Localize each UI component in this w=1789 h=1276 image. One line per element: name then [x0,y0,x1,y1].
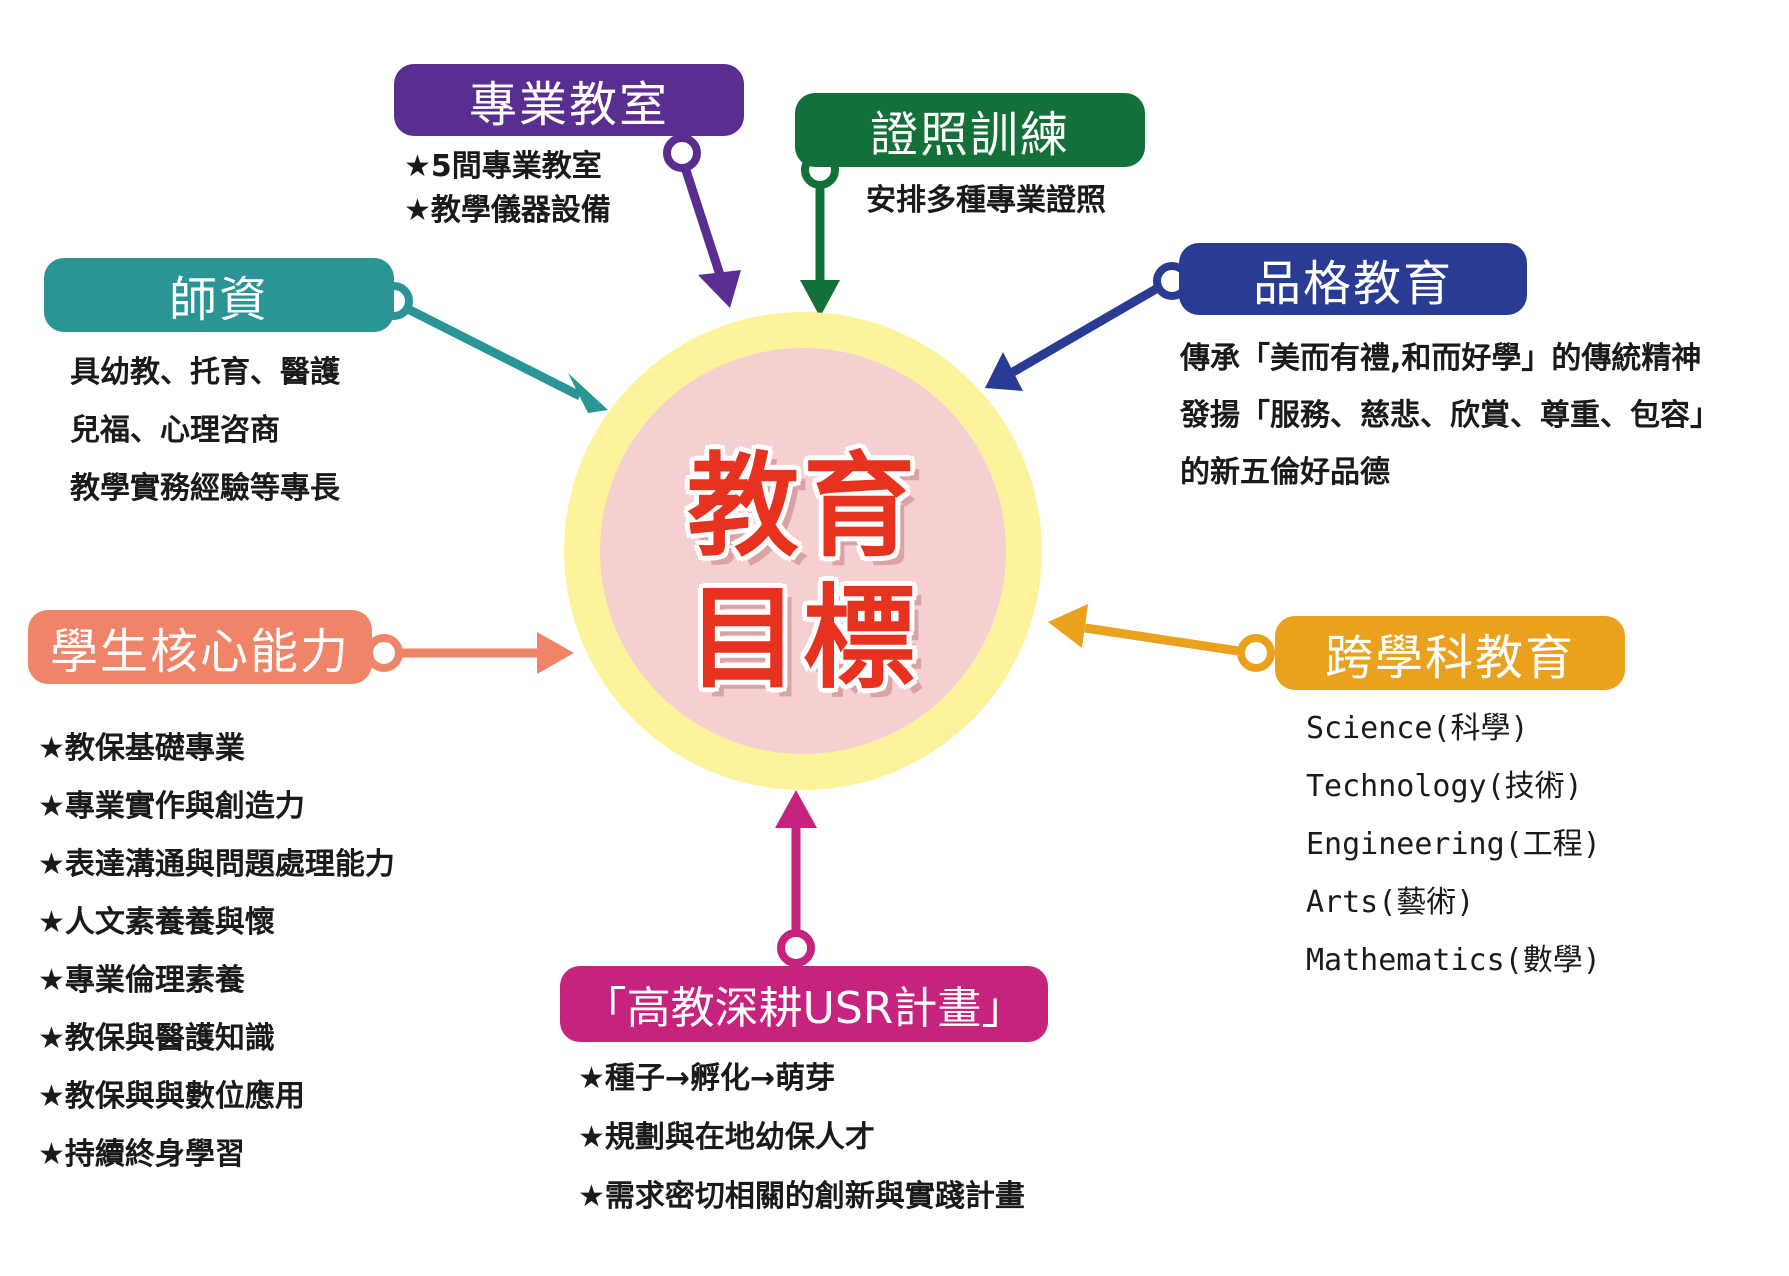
connector-character [985,262,1191,391]
node-title-usr: 「高教深耕USR計畫」 [560,966,1048,1042]
node-text-professional-classroom-1: ★5間專業教室 [404,149,602,184]
connector-professional-classroom [663,134,741,308]
node-text-core-competency-2: ★專業實作與創造力 [38,789,305,824]
connector-usr [775,790,817,967]
node-text-core-competency-3: ★表達溝通與問題處理能力 [38,847,395,882]
node-title-certification: 證照訓練 [795,93,1145,167]
node-text-character-2: 發揚「服務、慈悲、欣賞、尊重、包容」 [1180,398,1720,433]
node-text-certification-1: 安排多種專業證照 [866,183,1106,218]
node-title-character: 品格教育 [1179,243,1527,315]
node-text-interdisciplinary-1: Science(科學) [1306,711,1529,746]
node-text-core-competency-4: ★人文素養養與懷 [38,905,275,940]
node-text-interdisciplinary-5: Mathematics(數學) [1306,943,1601,978]
node-text-core-competency-7: ★教保與與數位應用 [38,1079,305,1114]
node-text-core-competency-8: ★持續終身學習 [38,1137,245,1172]
node-text-faculty-3: 教學實務經驗等專長 [70,471,340,506]
node-text-character-3: 的新五倫好品德 [1180,455,1390,490]
node-text-usr-3: ★需求密切相關的創新與實踐計畫 [578,1179,1025,1214]
education-goal-inner: 教育 目標 [600,348,1006,754]
connector-core-competency [365,632,574,674]
node-text-core-competency-1: ★教保基礎專業 [38,731,245,766]
node-title-faculty: 師資 [44,258,394,332]
node-text-faculty-2: 兒福、心理咨商 [70,413,280,448]
node-text-usr-1: ★種子→孵化→萌芽 [578,1061,836,1096]
connector-faculty [375,282,608,413]
node-text-core-competency-5: ★專業倫理素養 [38,963,245,998]
education-goal-circle: 教育 目標 [564,312,1042,790]
node-text-interdisciplinary-4: Arts(藝術) [1306,885,1475,920]
node-text-character-1: 傳承「美而有禮,和而好學」的傳統精神 [1180,341,1702,376]
node-title-professional-classroom: 專業教室 [394,64,744,136]
node-text-core-competency-6: ★教保與醫護知識 [38,1021,275,1056]
node-title-core-competency: 學生核心能力 [28,610,372,684]
connector-certification [800,151,840,317]
node-text-faculty-1: 具幼教、托育、醫護 [70,355,340,390]
node-text-interdisciplinary-3: Engineering(工程) [1306,827,1601,862]
node-text-usr-2: ★規劃與在地幼保人才 [578,1120,875,1155]
node-text-interdisciplinary-2: Technology(技術) [1306,769,1583,804]
node-title-interdisciplinary: 跨學科教育 [1275,616,1625,690]
center-title-line1: 教育 [687,442,919,572]
center-title-line2: 目標 [687,574,919,704]
node-text-professional-classroom-2: ★教學儀器設備 [404,193,611,228]
connector-interdisciplinary [1048,604,1275,672]
